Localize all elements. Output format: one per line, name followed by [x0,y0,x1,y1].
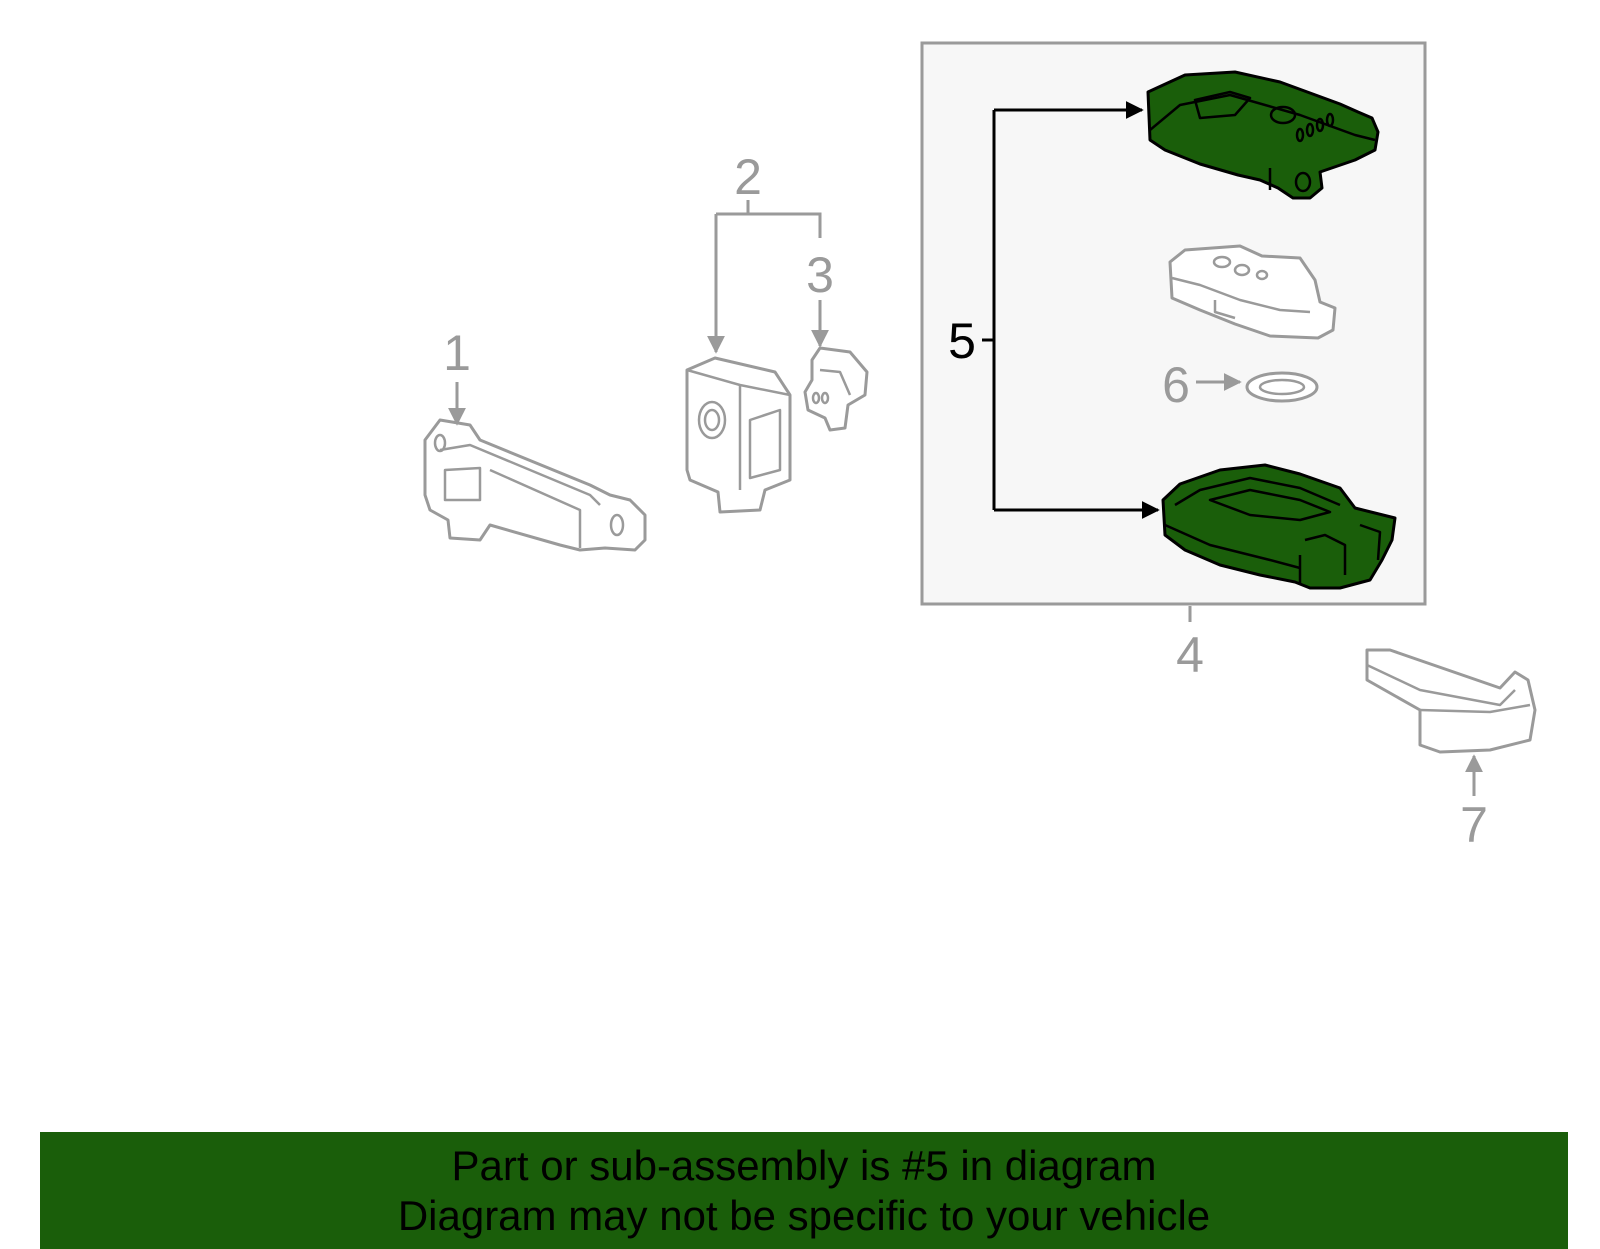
callout-6: 6 [1162,357,1190,413]
part-1-sensor[interactable] [423,418,647,552]
footer-banner-bg [40,1132,1568,1249]
footer-line-2: Diagram may not be specific to your vehi… [397,1191,1211,1239]
callout-1: 1 [443,325,471,381]
part-3-connector[interactable] [803,346,869,432]
part-6-oring[interactable] [1245,371,1319,403]
leader-2-bracket [716,212,822,238]
callout-3: 3 [806,247,834,303]
callout-4: 4 [1176,627,1204,683]
callout-5: 5 [948,313,976,369]
part-7-trim[interactable] [1365,648,1537,754]
part-5-fob-cover-highlight[interactable] [1146,70,1380,200]
part-2-module[interactable] [685,356,792,514]
callout-7: 7 [1460,797,1488,853]
footer-line-1: Part or sub-assembly is #5 in diagram [451,1141,1157,1189]
footer-banner: Part or sub-assembly is #5 in diagram Di… [40,1132,1568,1249]
part-5-fob-base-highlight[interactable] [1161,463,1397,590]
part-inner-case[interactable] [1168,244,1337,340]
callout-2: 2 [734,149,762,205]
